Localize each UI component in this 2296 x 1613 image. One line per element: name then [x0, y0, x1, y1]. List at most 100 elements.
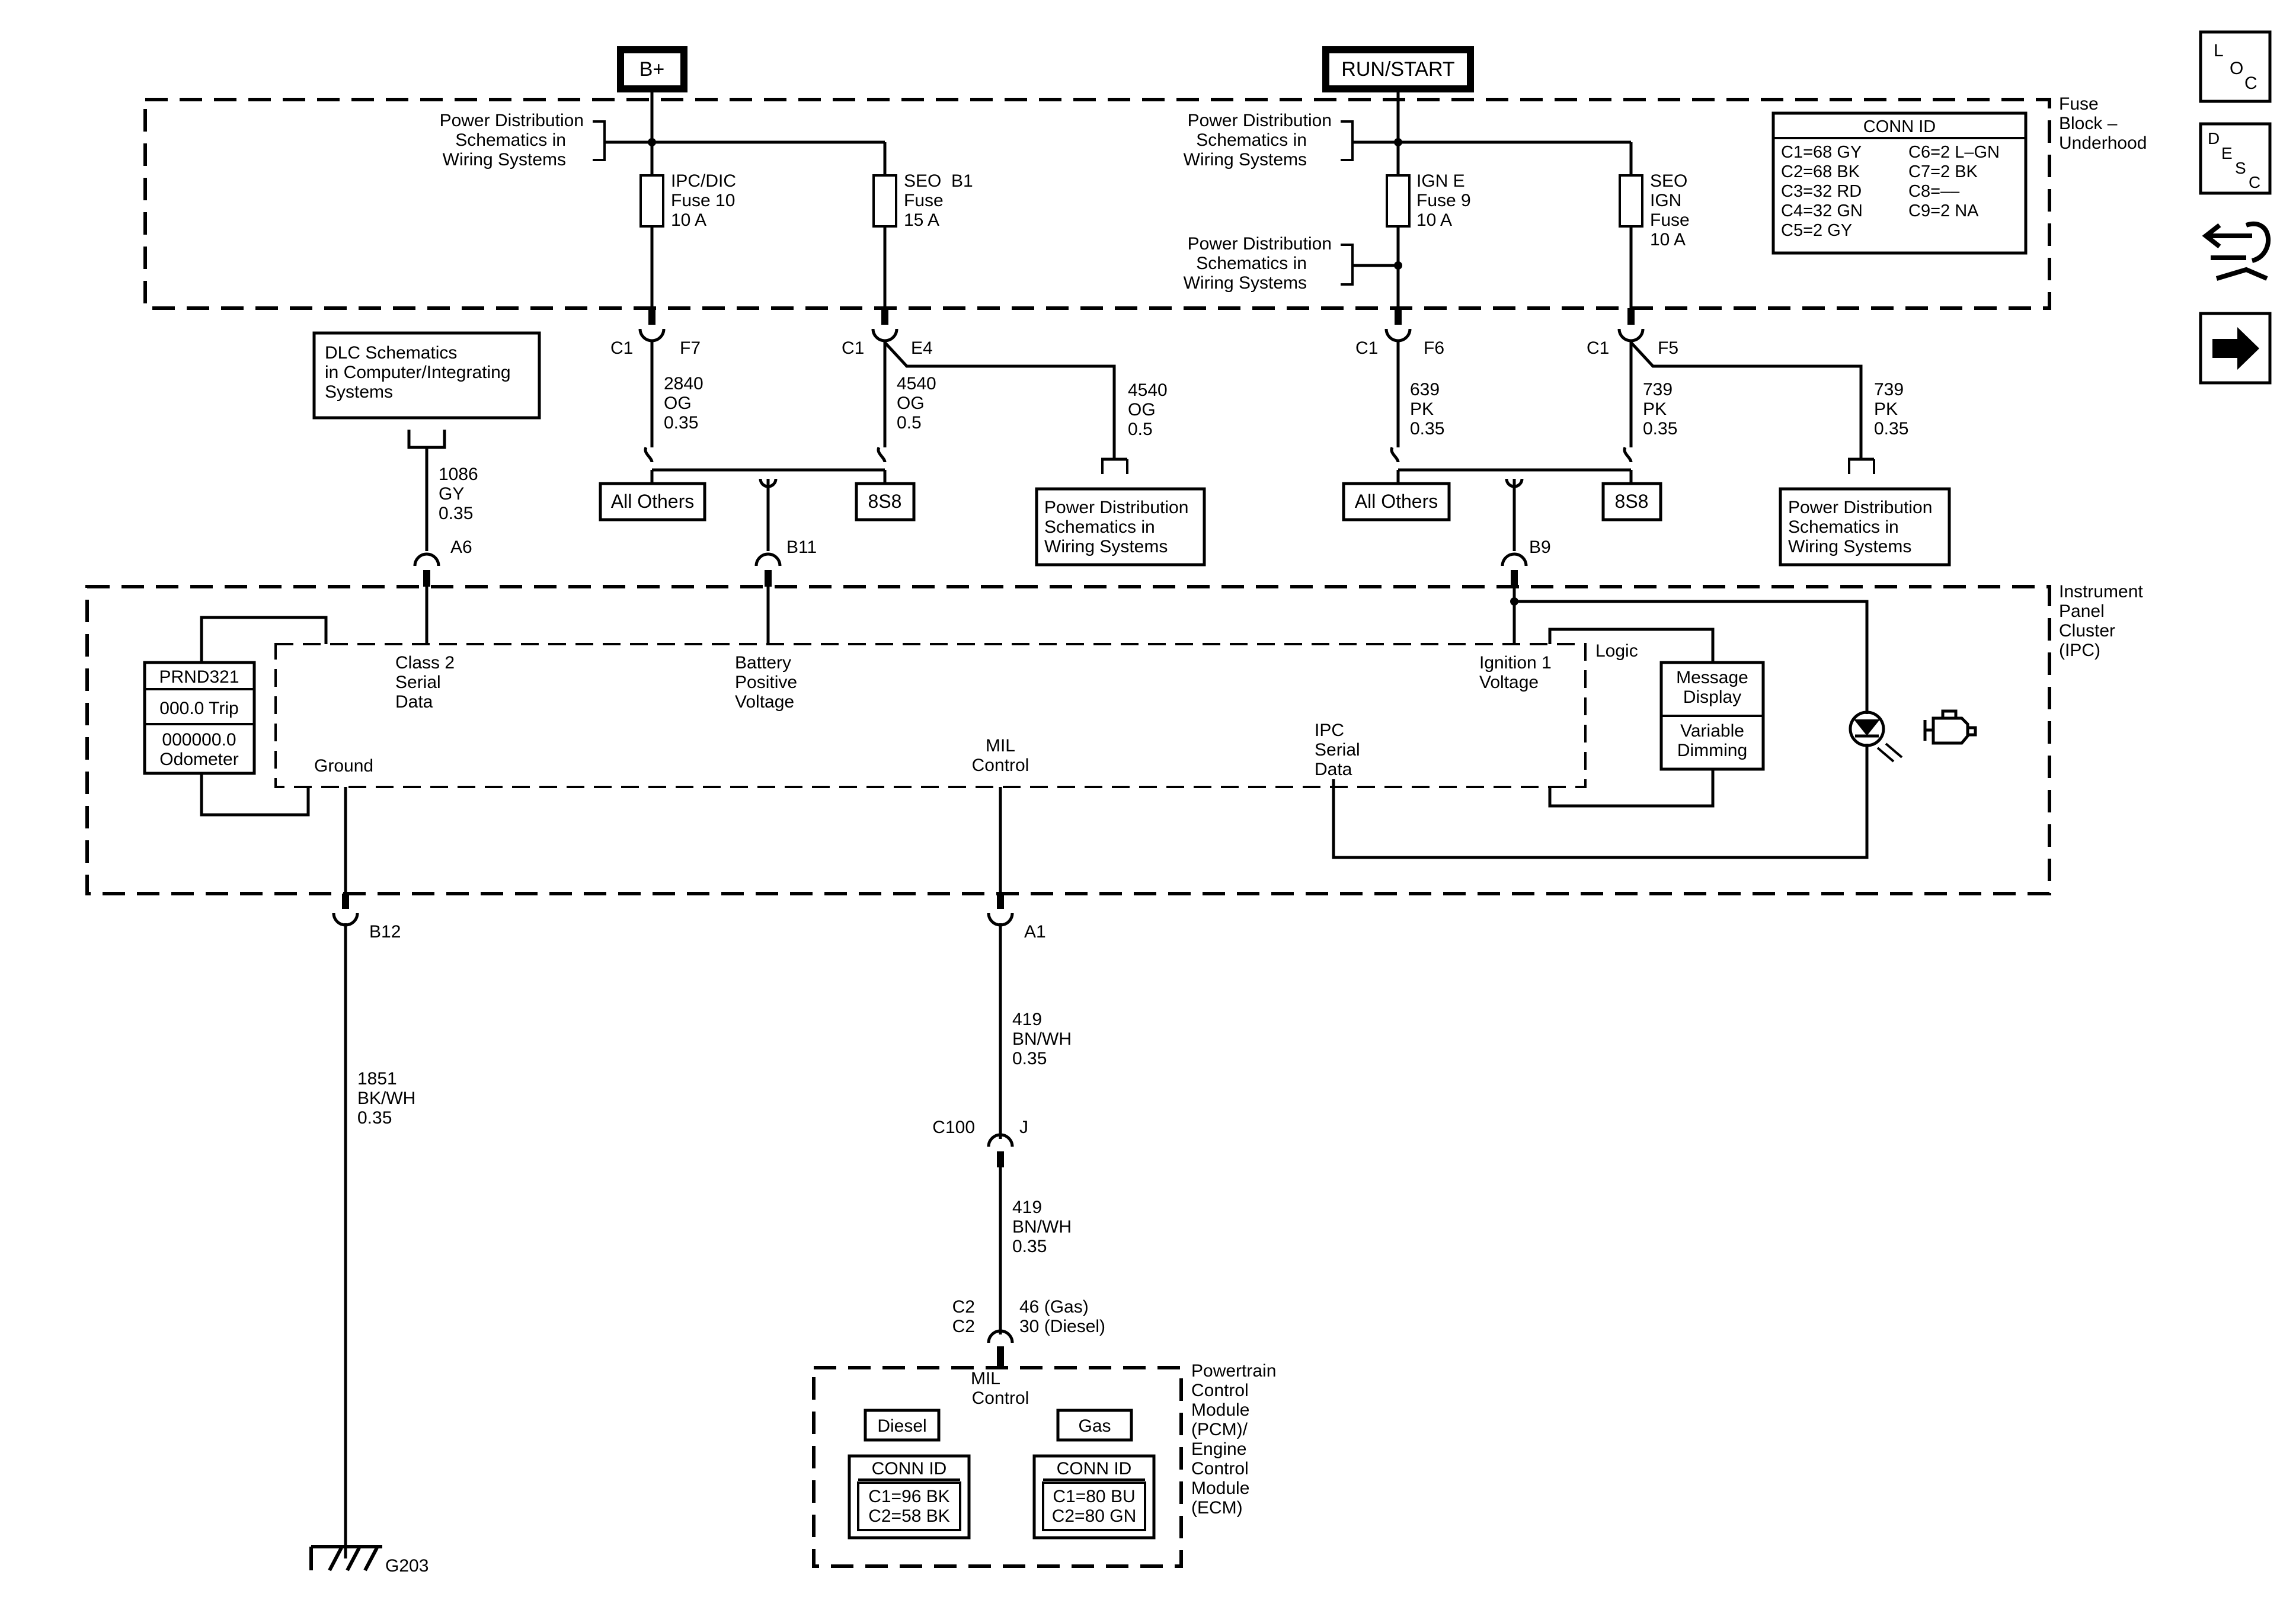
- w1851-l2: BK/WH: [357, 1089, 415, 1108]
- pds-ref-1-l2: Schematics in: [455, 130, 566, 150]
- w419b-l1: 419: [1012, 1198, 1042, 1217]
- pds-ref-3-l3: Wiring Systems: [1184, 273, 1307, 293]
- pcm-label-l5: Engine: [1191, 1439, 1246, 1459]
- w639-l1: 639: [1410, 380, 1440, 399]
- w739a-l2: PK: [1643, 399, 1667, 419]
- w1851-l3: 0.35: [357, 1108, 392, 1128]
- conn-id-c1: C1=68 GY: [1781, 143, 1862, 162]
- w4540b-l2: OG: [1128, 400, 1156, 420]
- w1086-l1: 1086: [439, 465, 478, 484]
- diesel-tag: [864, 1409, 941, 1442]
- pcm-label-l2: Control: [1191, 1381, 1249, 1400]
- next-arrow-icon[interactable]: [2199, 312, 2272, 385]
- battery-l3: Voltage: [735, 692, 794, 712]
- pds-box-1-l3: Wiring Systems: [1044, 537, 1168, 556]
- run-start-label: RUN/START: [1341, 58, 1454, 81]
- pds-ref-1-l3: Wiring Systems: [443, 150, 566, 169]
- ignition-l2: Voltage: [1479, 673, 1539, 692]
- pcm-c2-a: C2: [952, 1297, 975, 1317]
- s8s8-box-1: [855, 482, 916, 521]
- fuse-ign-e-l3: 10 A: [1416, 210, 1452, 230]
- c1-e4-c1: C1: [842, 338, 864, 358]
- conn-id-c6: C6=2 L–GN: [1908, 143, 2000, 162]
- pcm-label-l8: (ECM): [1191, 1498, 1243, 1518]
- c1-e4-pin: E4: [911, 338, 933, 358]
- c1-f7-c1: C1: [610, 338, 633, 358]
- w1086-l2: GY: [439, 484, 464, 504]
- pds-ref-3-l1: Power Distribution: [1188, 234, 1332, 254]
- fuse-block-l1: Fuse: [2059, 94, 2099, 114]
- battery-l2: Positive: [735, 673, 797, 692]
- fuse-block-outline: [143, 98, 2051, 310]
- w2840-l1: 2840: [664, 374, 703, 393]
- fuse-ign-e-l2: Fuse 9: [1416, 191, 1471, 210]
- bplus-label: B+: [639, 58, 665, 81]
- desc-icon[interactable]: D E S C: [2199, 122, 2272, 195]
- c1-f6-pin: F6: [1424, 338, 1444, 358]
- pds-box-1-l2: Schematics in: [1044, 517, 1155, 537]
- dlc-l2: in Computer/Integrating: [325, 363, 511, 382]
- pcm-mil-l2: Control: [972, 1388, 1029, 1408]
- s8s8-box-2: [1601, 482, 1662, 521]
- w639-l3: 0.35: [1410, 419, 1444, 439]
- ipc-label-l2: Panel: [2059, 601, 2105, 621]
- pcm-label-l7: Module: [1191, 1478, 1249, 1498]
- diesel-conn-box: [848, 1454, 971, 1540]
- w2840-l3: 0.35: [664, 413, 698, 433]
- ipc-serial-l2: Serial: [1315, 740, 1360, 760]
- all-others-2: All Others: [1355, 491, 1438, 512]
- fuse-seo-b1-l1: SEO B1: [904, 171, 973, 191]
- gas-tag-label: Gas: [1078, 1416, 1111, 1436]
- fuse-ign-e-l1: IGN E: [1416, 171, 1465, 191]
- fuse-seo-ign-l1: SEO: [1650, 171, 1687, 191]
- pds-box-1: [1035, 487, 1206, 567]
- class2-l1: Class 2: [395, 653, 455, 673]
- fuse-block-l2: Block –: [2059, 114, 2118, 133]
- conn-b11: B11: [786, 537, 817, 557]
- conn-a1: A1: [1024, 922, 1046, 942]
- battery-l1: Battery: [735, 653, 791, 673]
- pcm-label-l3: Module: [1191, 1400, 1249, 1420]
- dimming-l1: Variable: [1680, 721, 1744, 741]
- w4540a-l2: OG: [897, 393, 925, 413]
- loc-c: C: [2244, 73, 2257, 93]
- pcm-pin-gas: 46 (Gas): [1019, 1297, 1089, 1317]
- w4540b-l1: 4540: [1128, 380, 1168, 400]
- w739b-l1: 739: [1874, 380, 1904, 399]
- ipc-inner-outline: [274, 643, 1587, 788]
- dlc-l1: DLC Schematics: [325, 343, 457, 363]
- message-l2: Display: [1683, 687, 1741, 707]
- pcm-mil-l1: MIL: [971, 1369, 1000, 1388]
- pds-ref-2-l3: Wiring Systems: [1184, 150, 1307, 169]
- ipc-label-l3: Cluster: [2059, 621, 2115, 641]
- fuse-seo-b1-l2: Fuse: [904, 191, 944, 210]
- ipc-outline: [85, 585, 2051, 895]
- loc-l: L: [2214, 41, 2224, 60]
- mil-l2: Control: [972, 756, 1029, 775]
- pds-ref-3: Power Distribution Schematics in Wiring …: [1184, 234, 1332, 293]
- fuse-seo-ign-l4: 10 A: [1650, 230, 1686, 249]
- w419a-l1: 419: [1012, 1010, 1042, 1029]
- conn-id-c4: C4=32 GN: [1781, 201, 1863, 220]
- w739a-l3: 0.35: [1643, 419, 1677, 439]
- logic-label: Logic: [1595, 641, 1638, 661]
- gas-tag: [1056, 1409, 1133, 1442]
- pds-ref-2-l2: Schematics in: [1196, 130, 1307, 150]
- prnd-label: PRND321: [159, 667, 239, 687]
- w419a-l3: 0.35: [1012, 1049, 1047, 1068]
- gas-conn-box: [1032, 1454, 1156, 1540]
- w419a-l2: BN/WH: [1012, 1029, 1072, 1049]
- loc-icon[interactable]: L O C: [2199, 30, 2272, 103]
- conn-id-c2: C2=68 BK: [1781, 162, 1860, 181]
- fuse-seo-ign: [1619, 174, 1643, 228]
- connector-repair-icon[interactable]: [2202, 221, 2271, 281]
- w639-l2: PK: [1410, 399, 1434, 419]
- gas-conn-title: CONN ID: [1057, 1459, 1132, 1478]
- desc-s: S: [2235, 159, 2246, 177]
- pds-box-2-l2: Schematics in: [1788, 517, 1899, 537]
- pds-box-2-l1: Power Distribution: [1788, 498, 1932, 517]
- message-l1: Message: [1676, 668, 1748, 687]
- engine-icon: [1923, 709, 1977, 745]
- all-others-box-1: [599, 482, 706, 521]
